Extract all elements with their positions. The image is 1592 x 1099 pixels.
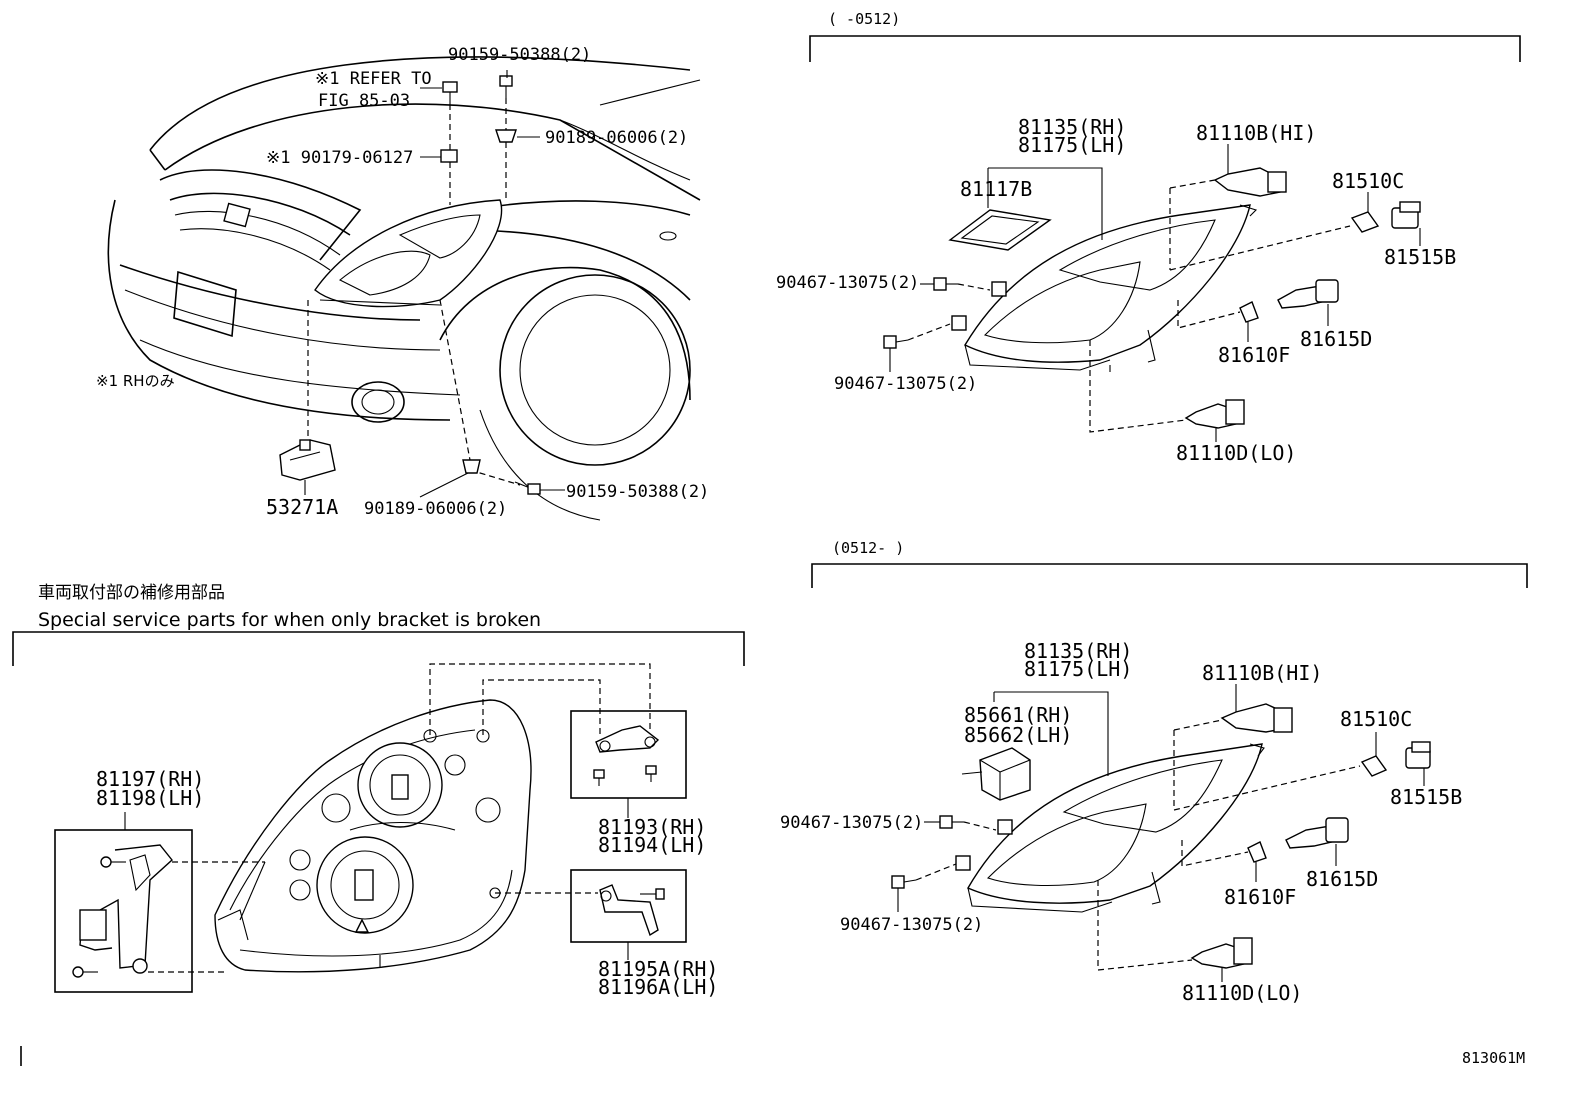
- headlamp-on-vehicle: [314, 199, 503, 308]
- gasket-81117b-icon: [948, 209, 1052, 251]
- note-refer-to: ※1 REFER TO: [315, 69, 432, 89]
- label-81615d: 81615D: [1306, 867, 1378, 891]
- label-81515b: 81515B: [1390, 785, 1462, 809]
- label-90189-bottom: 90189-06006(2): [364, 499, 507, 519]
- screw-icon: [891, 875, 917, 889]
- clip-icon: [495, 129, 517, 143]
- adjuster-icon: [991, 281, 1007, 297]
- label-90179: ※1 90179-06127: [266, 148, 413, 168]
- headlamp-assembly-late: (0512- ): [780, 539, 1528, 1005]
- label-90467-a: 90467-13075(2): [776, 273, 919, 293]
- label-90467-b: 90467-13075(2): [834, 374, 977, 394]
- bulb-81510c-icon: [1360, 755, 1388, 777]
- bulb-81615d-icon: [1277, 279, 1339, 309]
- label-81510c: 81510C: [1332, 169, 1404, 193]
- bulb-81510c-icon: [1350, 211, 1380, 233]
- fog-light: [351, 381, 405, 423]
- range-late: (0512- ): [832, 539, 904, 557]
- service-parts-section: 車両取付部の補修用部品 Special service parts for wh…: [12, 583, 745, 999]
- label-81110d-lo: 81110D(LO): [1182, 981, 1302, 1005]
- screw-icon: [883, 335, 909, 349]
- bracket-81197-icon: [79, 844, 173, 974]
- screw-icon: [933, 277, 958, 291]
- screw-icon: [442, 81, 458, 104]
- label-90189-top: 90189-06006(2): [545, 128, 688, 148]
- title-english: Special service parts for when only brac…: [38, 609, 541, 631]
- screw-icon: [499, 75, 513, 98]
- label-85661: 85661(RH): [964, 703, 1072, 727]
- headlamp-rear-view: [214, 699, 532, 973]
- license-plate: [173, 270, 237, 338]
- label-90159-bottom: 90159-50388(2): [566, 482, 709, 502]
- range-bracket: [811, 563, 1528, 588]
- label-81135: 81135(RH): [1018, 115, 1126, 139]
- label-90467-a: 90467-13075(2): [780, 813, 923, 833]
- clip-icon: [462, 459, 481, 474]
- label-53271a: 53271A: [266, 495, 338, 519]
- bracket-81193-icon: [595, 725, 660, 753]
- leveling-motor-85661-icon: [961, 747, 1031, 801]
- screw-icon: [640, 888, 665, 900]
- label-81610f: 81610F: [1218, 343, 1290, 367]
- note-rh-only: ※1 RHのみ: [96, 372, 175, 390]
- label-81515b: 81515B: [1384, 245, 1456, 269]
- title-japanese: 車両取付部の補修用部品: [38, 583, 225, 603]
- label-81175: 81175(LH): [1018, 133, 1126, 157]
- label-81195a: 81195A(RH): [598, 957, 718, 981]
- label-90467-b: 90467-13075(2): [840, 915, 983, 935]
- label-81615d: 81615D: [1300, 327, 1372, 351]
- label-81135: 81135(RH): [1024, 639, 1132, 663]
- bulb-socket-icon: [354, 869, 374, 901]
- bulb-81110b-hi-icon: [1213, 167, 1287, 197]
- label-90159-top: 90159-50388(2): [448, 45, 591, 65]
- label-81110b-hi: 81110B(HI): [1196, 121, 1316, 145]
- bulb-81615d-icon: [1285, 817, 1349, 849]
- note-fig-ref: FIG 85-03: [318, 91, 410, 111]
- pad-icon: [440, 149, 458, 163]
- screw-icon: [514, 481, 541, 495]
- label-81110b-hi: 81110B(HI): [1202, 661, 1322, 685]
- adjuster-icon: [997, 819, 1013, 835]
- range-early: ( -0512): [828, 10, 900, 28]
- label-81610f: 81610F: [1224, 885, 1296, 909]
- label-81510c: 81510C: [1340, 707, 1412, 731]
- adjuster-icon: [955, 855, 971, 871]
- bulb-81110b-hi-icon: [1220, 703, 1293, 733]
- vehicle-front-view: [107, 56, 701, 521]
- bulb-81610f-icon: [1247, 841, 1267, 863]
- screw-icon: [645, 765, 657, 782]
- screw-icon: [72, 966, 98, 978]
- bulb-81610f-icon: [1239, 301, 1259, 323]
- bracket-53271a-icon: [279, 439, 336, 481]
- range-bracket: [809, 35, 1521, 62]
- label-85662: 85662(LH): [964, 723, 1072, 747]
- section-bracket: [12, 631, 745, 666]
- emblem-icon: [223, 202, 251, 228]
- socket-81515b-icon: [1391, 201, 1421, 229]
- bulb-socket-icon: [391, 774, 409, 800]
- label-81175: 81175(LH): [1024, 657, 1132, 681]
- screw-icon: [100, 856, 126, 868]
- wheel: [499, 274, 691, 466]
- figure-id: 813061M: [1462, 1049, 1525, 1067]
- headlamp-assembly-early: ( -0512): [776, 10, 1521, 465]
- inset-81197: [54, 829, 193, 993]
- socket-81515b-icon: [1405, 741, 1431, 769]
- label-81196a: 81196A(LH): [598, 975, 718, 999]
- adjuster-icon: [951, 315, 967, 331]
- inset-81193: [570, 710, 687, 799]
- bulb-81110d-lo-icon: [1190, 937, 1253, 969]
- label-81197: 81197(RH): [96, 767, 204, 791]
- label-81110d-lo: 81110D(LO): [1176, 441, 1296, 465]
- label-81194: 81194(LH): [598, 833, 706, 857]
- bulb-81110d-lo-icon: [1184, 399, 1245, 429]
- screw-icon: [939, 815, 964, 829]
- label-81198: 81198(LH): [96, 786, 204, 810]
- label-81193: 81193(RH): [598, 815, 706, 839]
- label-81117b: 81117B: [960, 177, 1032, 201]
- screw-icon: [593, 769, 605, 786]
- bracket-81195a-icon: [599, 884, 659, 937]
